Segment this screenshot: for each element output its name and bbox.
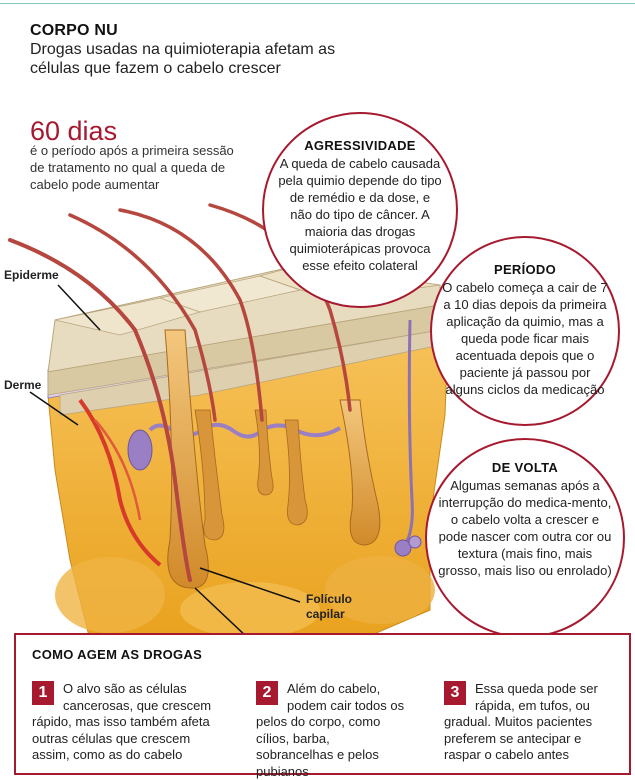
bubble-agressividade: AGRESSIVIDADE A queda de cabelo causada … <box>262 112 458 308</box>
label-epiderme: Epiderme <box>4 268 59 282</box>
step-number: 1 <box>32 681 54 705</box>
step-text: O alvo são as células cancerosas, que cr… <box>32 681 212 762</box>
step-number: 3 <box>444 681 466 705</box>
step-number: 2 <box>256 681 278 705</box>
leader-foliculo <box>199 567 301 603</box>
bubble-heading: DE VOLTA <box>491 460 559 475</box>
bubble-text: O cabelo começa a cair de 7 a 10 dias de… <box>442 280 608 397</box>
bubble-heading: PERÍODO <box>493 262 557 277</box>
drugs-item-2: 2 Além do cabelo, podem cair todos os pe… <box>256 681 406 780</box>
drugs-box: COMO AGEM AS DROGAS 1 O alvo são as célu… <box>14 633 631 779</box>
bubble-text: A queda de cabelo causada pela quimio de… <box>278 156 442 273</box>
bubble-heading: AGRESSIVIDADE <box>304 138 416 153</box>
drugs-item-1: 1 O alvo são as células cancerosas, que … <box>32 681 220 764</box>
step-text: Essa queda pode ser rápida, em tufos, ou… <box>444 681 598 762</box>
page-title: CORPO NU <box>30 22 118 39</box>
bubble-de-volta: DE VOLTA Algumas semanas após a interrup… <box>425 438 625 638</box>
page-subtitle: Drogas usadas na quimioterapia afetam as… <box>30 41 336 77</box>
leader-epiderme <box>57 284 101 331</box>
step-text: Além do cabelo, podem cair todos os pelo… <box>256 681 405 779</box>
stat-description: é o período após a primeira sessão de tr… <box>30 143 234 192</box>
bubble-text: Algumas semanas após a interrupção do me… <box>438 478 612 578</box>
hair-strand <box>8 238 192 582</box>
label-derme: Derme <box>4 378 42 392</box>
bubble-periodo: PERÍODO O cabelo começa a cair de 7 a 10… <box>430 236 620 426</box>
top-rule <box>0 3 635 4</box>
label-foliculo: Folículo capilar <box>306 592 352 621</box>
stat-value: 60 dias <box>30 116 118 146</box>
leader-derme <box>29 391 79 426</box>
drugs-box-title: COMO AGEM AS DROGAS <box>32 647 203 662</box>
drugs-item-3: 3 Essa queda pode ser rápida, em tufos, … <box>444 681 612 764</box>
